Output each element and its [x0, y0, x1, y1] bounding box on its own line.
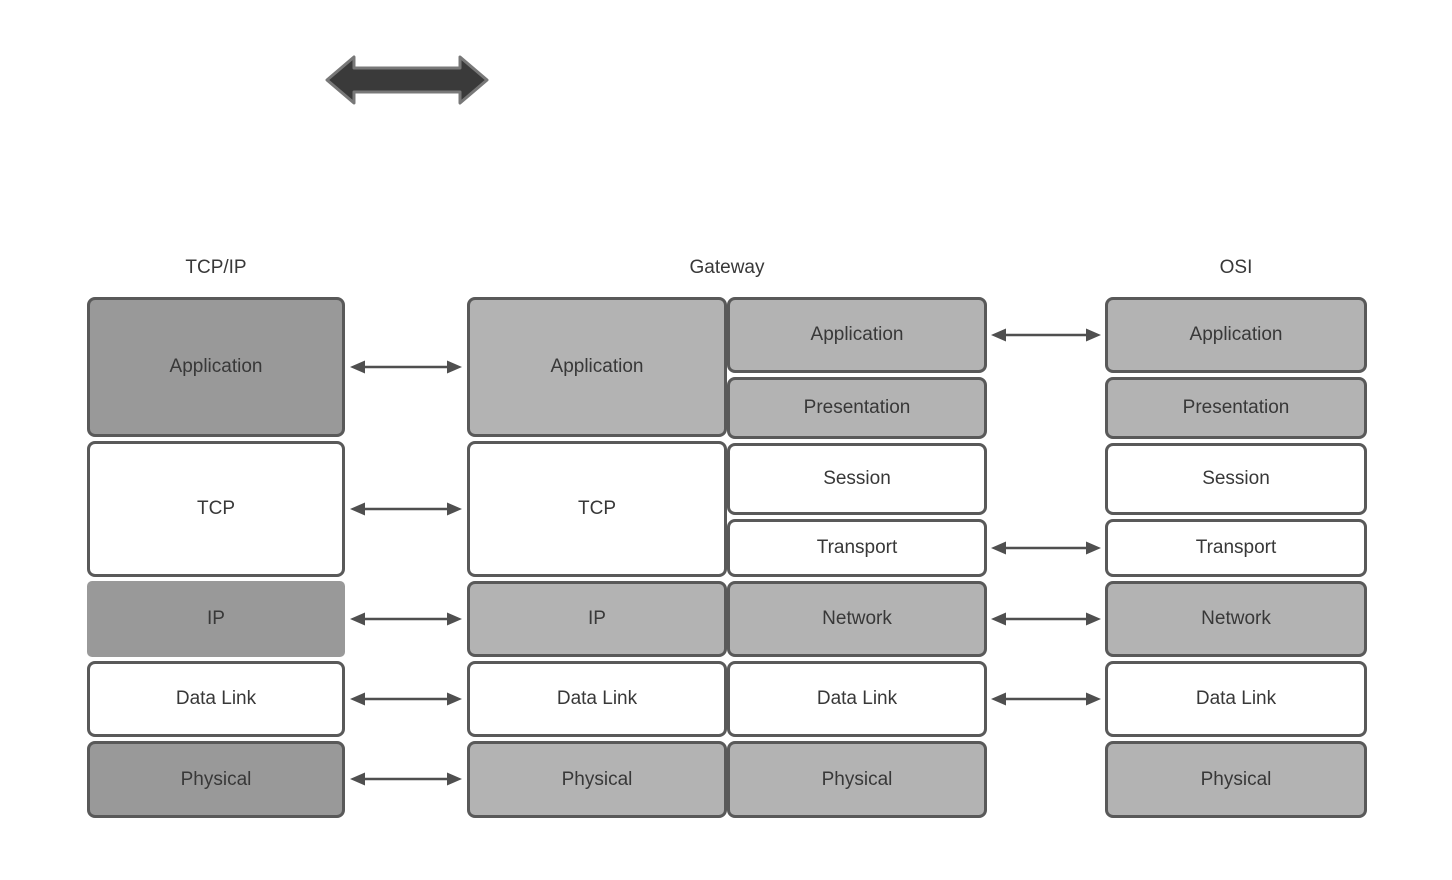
layer-label: Data Link — [175, 688, 257, 709]
layer-tcpip-data-link: Data Link — [87, 661, 345, 737]
layer-label: Network — [822, 608, 892, 629]
layer-label: Physical — [180, 768, 252, 790]
layer-label: Physical — [1200, 768, 1272, 790]
arrow-tcpip-to-gateway-ip — [350, 612, 462, 626]
layer-label: TCP — [197, 498, 235, 519]
column-header-tcpip: TCP/IP — [185, 257, 247, 278]
layer-label: TCP — [578, 498, 616, 519]
arrow-tcpip-to-gateway-application — [350, 360, 462, 374]
layer-gateway-right-transport: Transport — [727, 519, 987, 577]
arrow-gateway-to-osi-transport — [991, 541, 1101, 555]
layer-label: Data Link — [816, 688, 898, 709]
layer-gateway-left-application: Application — [467, 297, 727, 437]
layer-gateway-right-presentation: Presentation — [727, 377, 987, 439]
layer-osi-transport: Transport — [1105, 519, 1367, 577]
layer-label: Physical — [821, 768, 893, 790]
layer-label: Presentation — [1182, 397, 1290, 418]
layer-label: Presentation — [803, 397, 911, 418]
layer-gateway-left-tcp: TCP — [467, 441, 727, 577]
arrow-gateway-to-osi-application — [991, 328, 1101, 342]
layer-osi-physical: Physical — [1105, 741, 1367, 818]
layer-osi-data-link: Data Link — [1105, 661, 1367, 737]
layer-label: Session — [1202, 468, 1270, 489]
layer-osi-network: Network — [1105, 581, 1367, 657]
column-header-osi: OSI — [1219, 257, 1253, 278]
layer-label: Application — [550, 356, 644, 377]
layer-label: Transport — [816, 537, 898, 558]
layer-label: Application — [169, 356, 263, 377]
layer-tcpip-ip: IP — [87, 581, 345, 657]
layer-label: IP — [588, 608, 606, 629]
layer-gateway-right-session: Session — [727, 443, 987, 515]
layer-gateway-right-physical: Physical — [727, 741, 987, 818]
arrow-tcpip-to-gateway-data-link — [350, 692, 462, 706]
layer-label: IP — [207, 608, 225, 629]
layer-gateway-left-ip: IP — [467, 581, 727, 657]
layer-label: Network — [1201, 608, 1271, 629]
layer-tcpip-tcp: TCP — [87, 441, 345, 577]
layer-gateway-left-data-link: Data Link — [467, 661, 727, 737]
layer-tcpip-application: Application — [87, 297, 345, 437]
layer-gateway-right-data-link: Data Link — [727, 661, 987, 737]
layer-label: Data Link — [1195, 688, 1277, 709]
layer-tcpip-physical: Physical — [87, 741, 345, 818]
column-header-gateway: Gateway — [689, 257, 765, 278]
layer-osi-session: Session — [1105, 443, 1367, 515]
layer-label: Physical — [561, 768, 633, 790]
layer-label: Transport — [1195, 537, 1277, 558]
layer-label: Application — [810, 324, 904, 345]
layer-label: Data Link — [556, 688, 638, 709]
arrow-tcpip-to-gateway-tcp — [350, 502, 462, 516]
layer-osi-application: Application — [1105, 297, 1367, 373]
layer-gateway-right-application: Application — [727, 297, 987, 373]
layer-label: Application — [1189, 324, 1283, 345]
layer-gateway-left-physical: Physical — [467, 741, 727, 818]
layer-osi-presentation: Presentation — [1105, 377, 1367, 439]
arrow-gateway-to-osi-network — [991, 612, 1101, 626]
arrow-tcpip-to-gateway-physical — [350, 772, 462, 786]
arrow-gateway-to-osi-data-link — [991, 692, 1101, 706]
layer-label: Session — [823, 468, 891, 489]
layer-gateway-right-network: Network — [727, 581, 987, 657]
